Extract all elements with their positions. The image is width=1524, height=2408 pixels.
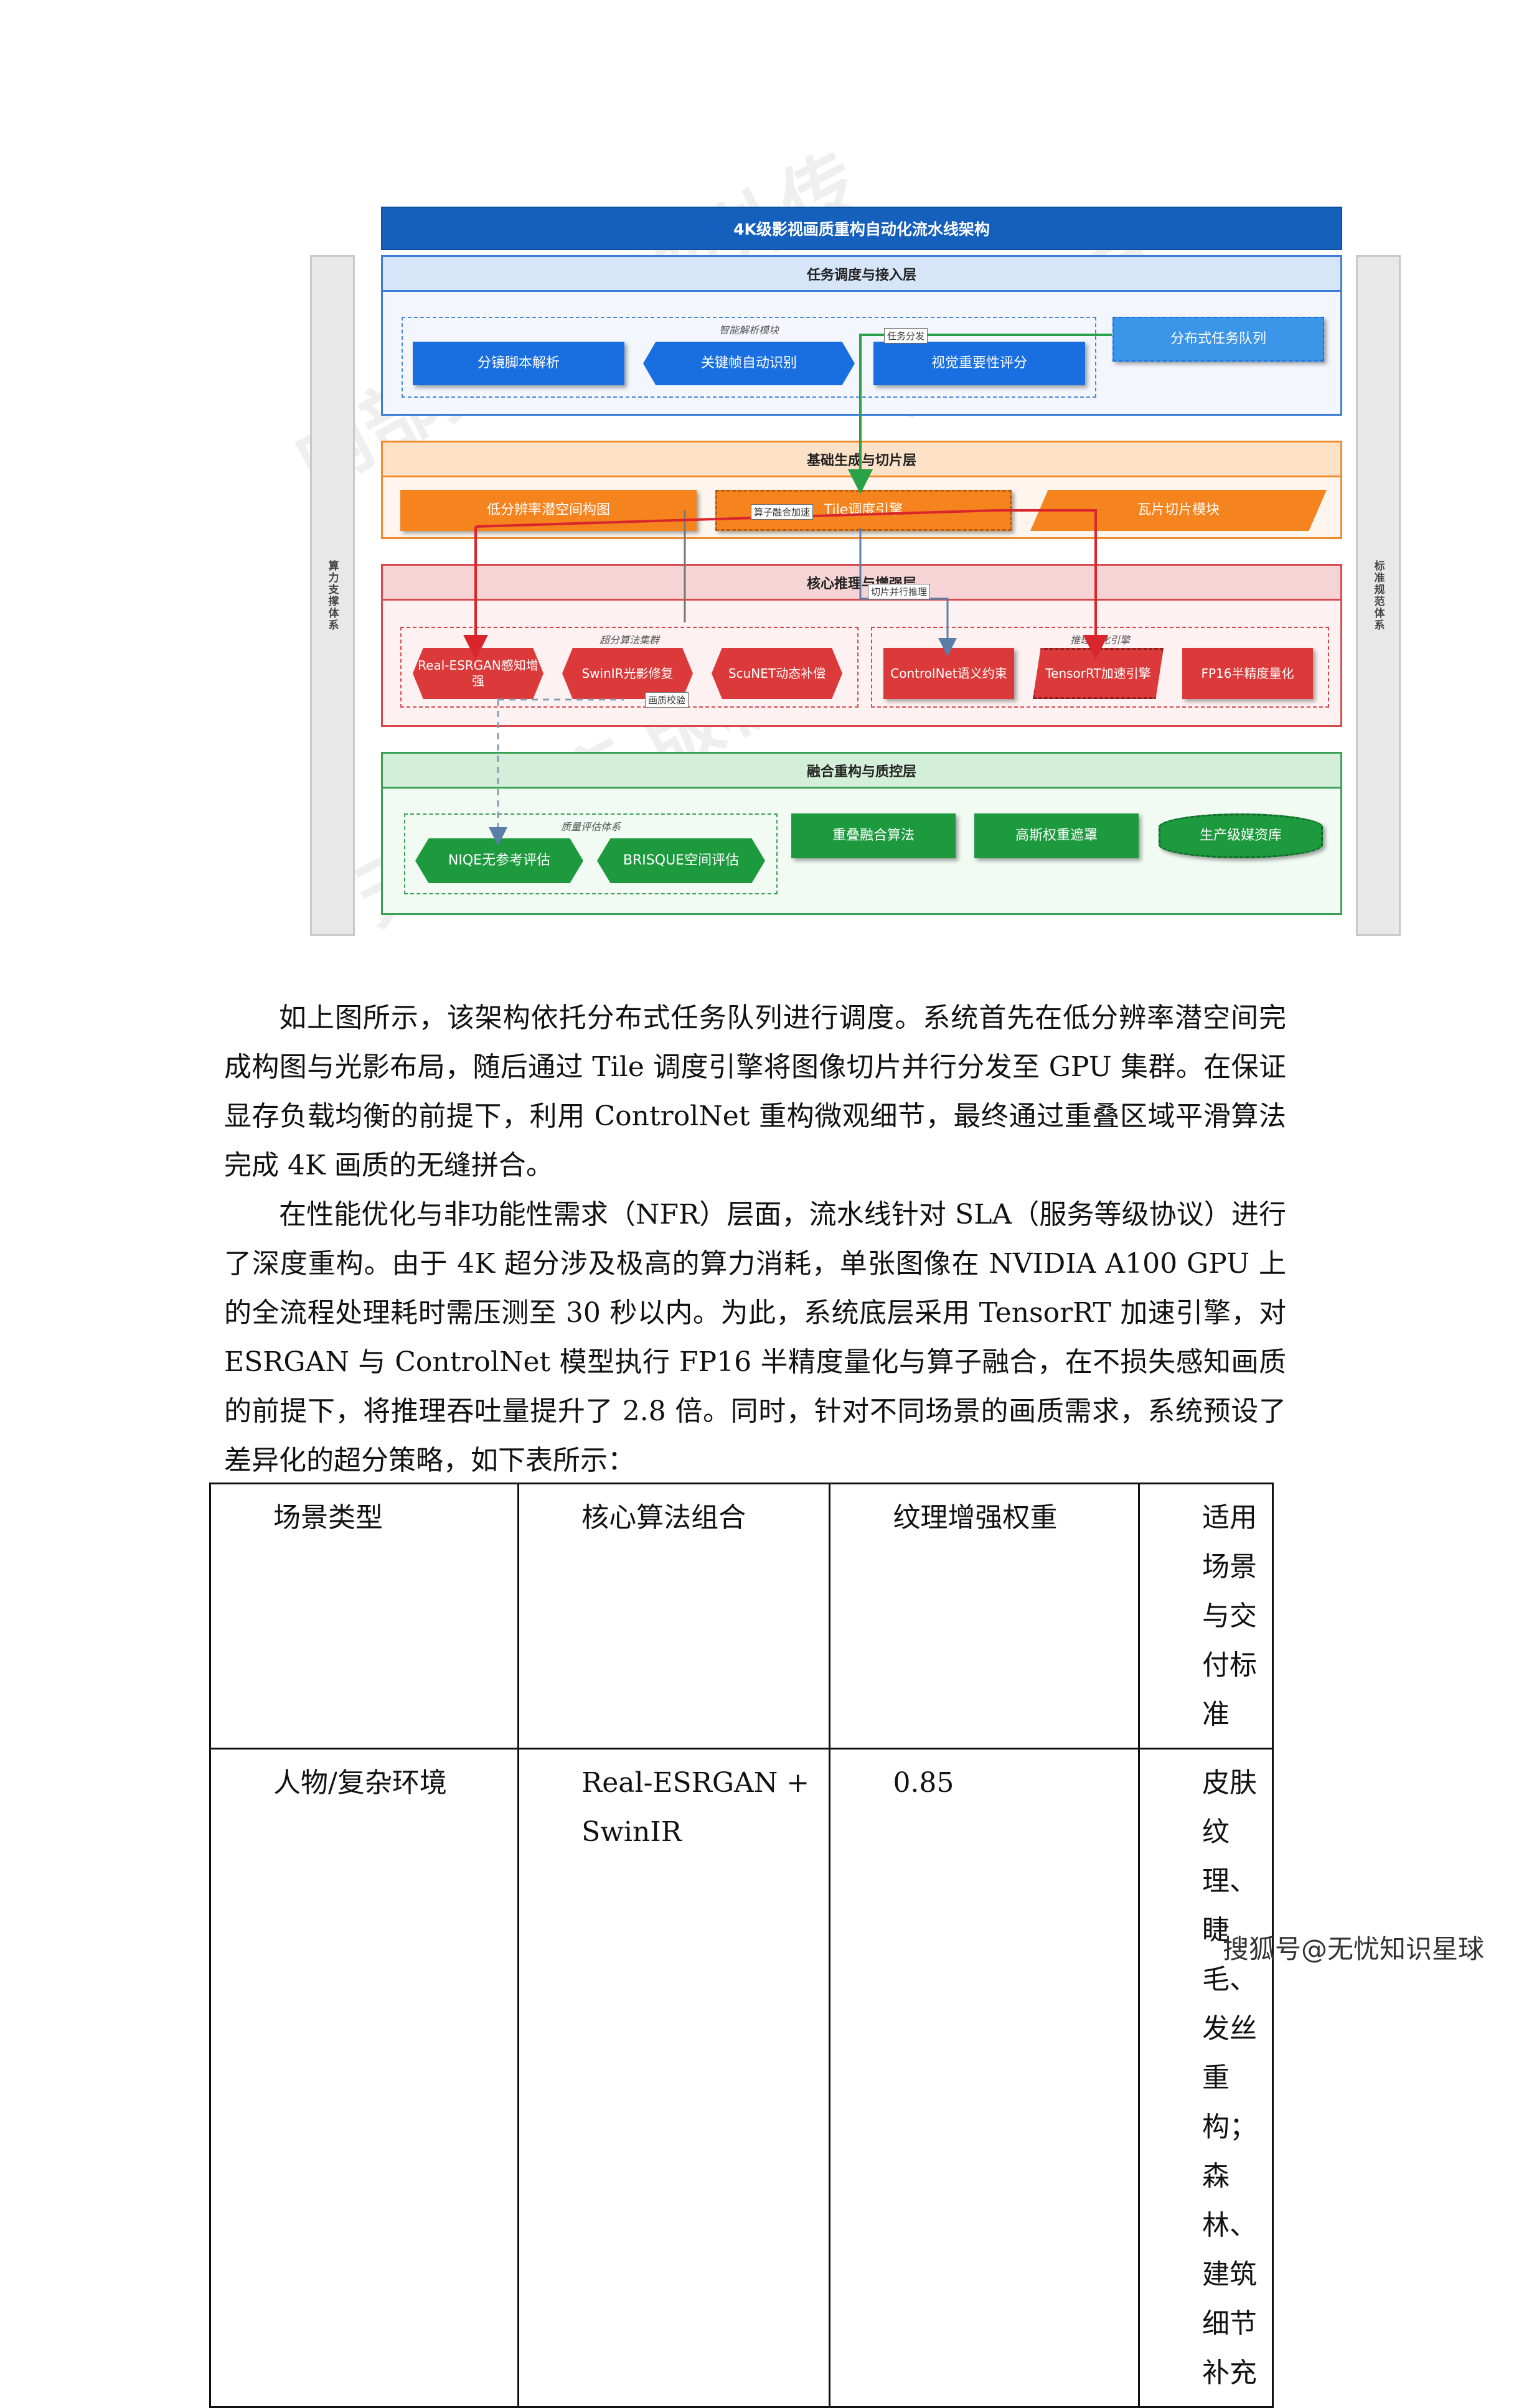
node-media-library: 生产级媒资库 [1159, 813, 1323, 858]
tag-fusion-accel: 算子融合加速 [751, 504, 814, 520]
footer-source: 搜狐号@无忧知识星球 [1222, 1934, 1484, 1964]
node-task-queue: 分布式任务队列 [1112, 317, 1324, 362]
diagram-connectors [463, 334, 1112, 846]
table-cell: 皮肤纹理、睫毛、发丝重构；森林、建筑细节补充 [1138, 1748, 1274, 2408]
table-cell: 人物/复杂环境 [209, 1748, 520, 2408]
node-gaussian-mask: 高斯权重遮罩 [974, 813, 1139, 858]
paragraph-1: 如上图所示，该架构依托分布式任务队列进行调度。系统首先在低分辨率潜空间完成构图与… [224, 1002, 1286, 1181]
node-fp16: FP16半精度量化 [1182, 648, 1313, 699]
node-storyboard-parse: 分镜脚本解析 [413, 342, 624, 385]
edge-red-cross [475, 509, 1108, 660]
group-smart-parse-label: 智能解析模块 [718, 324, 779, 336]
architecture-diagram: 内部资料 请勿外传 版权所有 无忧智库 版权所有 4K级影视画质重构自动化流水线… [0, 0, 1524, 996]
group-quality-eval: 质量评估体系 [404, 813, 778, 894]
group-sr-cluster-label: 超分算法集群 [599, 634, 659, 646]
node-visual-score: 视觉重要性评分 [873, 342, 1085, 385]
layer-core-inference: 核心推理与增强层 超分算法集群 推理优化引擎 Real-ESRGAN感知增强 S… [381, 564, 1342, 727]
table-cell: 0.85 [829, 1748, 1140, 2408]
node-keyframe-detect: 关键帧自动识别 [643, 342, 855, 385]
tag-quality-check: 画质校验 [645, 692, 689, 708]
edge-task-dispatch [848, 334, 1112, 494]
left-column-label: 算力支撑体系 [326, 560, 339, 631]
left-support-column: 算力支撑体系 [310, 255, 355, 936]
table-header-cell: 纹理增强权重 [829, 1483, 1140, 1750]
group-smart-parse: 智能解析模块 [402, 317, 1096, 398]
table-header-cell: 适用场景与交付标准 [1138, 1483, 1274, 1750]
node-latent-composition: 低分辨率潜空间构图 [400, 490, 697, 531]
table-header-cell: 场景类型 [209, 1483, 520, 1750]
table-row: 人物/复杂环境 Real-ESRGAN + SwinIR 0.85 皮肤纹理、睫… [209, 1748, 1274, 2408]
node-niqe: NIQE无参考评估 [415, 838, 583, 883]
node-overlap-fusion: 重叠融合算法 [791, 813, 956, 858]
tag-task-dispatch: 任务分发 [884, 328, 928, 344]
node-swinir: SwinIR光影修复 [562, 648, 693, 699]
layer-fusion-qc: 融合重构与质控层 质量评估体系 NIQE无参考评估 BRISQUE空间评估 重叠… [381, 752, 1342, 915]
node-scunet: ScuNET动态补偿 [712, 648, 842, 699]
layer-fusion-qc-title: 融合重构与质控层 [383, 754, 1340, 789]
layer-dispatch-title: 任务调度与接入层 [383, 257, 1340, 292]
paragraph-2: 在性能优化与非功能性需求（NFR）层面，流水线针对 SLA（服务等级协议）进行了… [224, 1199, 1286, 1476]
tag-slice-parallel: 切片并行推理 [868, 584, 931, 599]
node-brisque: BRISQUE空间评估 [597, 838, 765, 883]
right-column-label: 标准规范体系 [1371, 560, 1385, 631]
group-sr-cluster: 超分算法集群 [400, 627, 858, 708]
right-standard-column: 标准规范体系 [1356, 255, 1401, 936]
diagram-title: 4K级影视画质重构自动化流水线架构 [381, 207, 1342, 250]
table-cell: Real-ESRGAN + SwinIR [517, 1748, 831, 2408]
group-quality-eval-label: 质量评估体系 [560, 821, 621, 833]
table-header-row: 场景类型 核心算法组合 纹理增强权重 适用场景与交付标准 [209, 1483, 1274, 1750]
table-header-cell: 核心算法组合 [517, 1483, 831, 1750]
strategy-table: 场景类型 核心算法组合 纹理增强权重 适用场景与交付标准 人物/复杂环境 Rea… [209, 1483, 1274, 2408]
